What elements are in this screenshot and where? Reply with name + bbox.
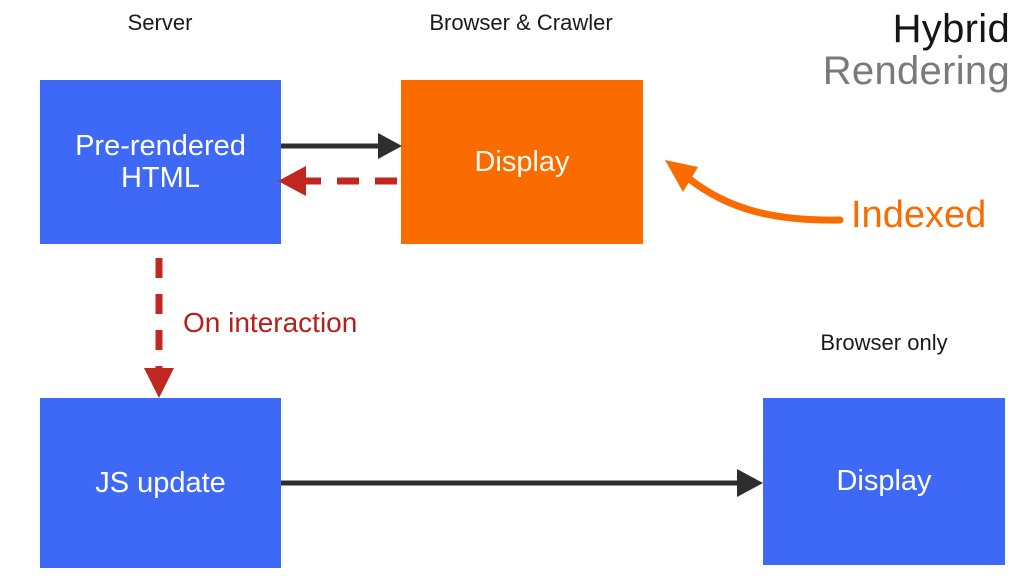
arrow-prerendered-to-display-icon xyxy=(281,133,402,159)
arrow-on-interaction-dashed-icon xyxy=(144,258,174,398)
node-display-browser-only-label: Display xyxy=(836,465,932,498)
node-pre-rendered-html-line2: HTML xyxy=(121,162,200,194)
node-pre-rendered-html: Pre-rendered HTML xyxy=(40,80,281,244)
node-display-browser-crawler: Display xyxy=(401,80,643,244)
column-label-browser-only: Browser only xyxy=(820,330,948,355)
arrow-display-to-prerendered-dashed-icon xyxy=(278,166,397,196)
node-pre-rendered-html-line1: Pre-rendered xyxy=(75,129,246,162)
column-label-browser-crawler: Browser & Crawler xyxy=(429,10,613,35)
arrow-js-update-to-display-icon xyxy=(281,469,763,497)
title-line-hybrid: Hybrid xyxy=(892,7,1010,51)
node-display-browser-only: Display xyxy=(763,398,1005,565)
node-display-browser-crawler-label: Display xyxy=(474,145,570,178)
diagram-title: Hybrid Rendering xyxy=(823,8,1010,93)
annotation-indexed: Indexed xyxy=(851,194,987,236)
arrow-indexed-callout-icon xyxy=(665,160,844,224)
column-label-server: Server xyxy=(127,10,193,35)
annotation-on-interaction: On interaction xyxy=(183,307,358,338)
node-js-update: JS update xyxy=(40,398,281,568)
node-js-update-label: JS update xyxy=(95,466,226,499)
title-line-rendering: Rendering xyxy=(822,49,1010,94)
node-pre-rendered-html-label: Pre-rendered HTML xyxy=(75,130,246,195)
